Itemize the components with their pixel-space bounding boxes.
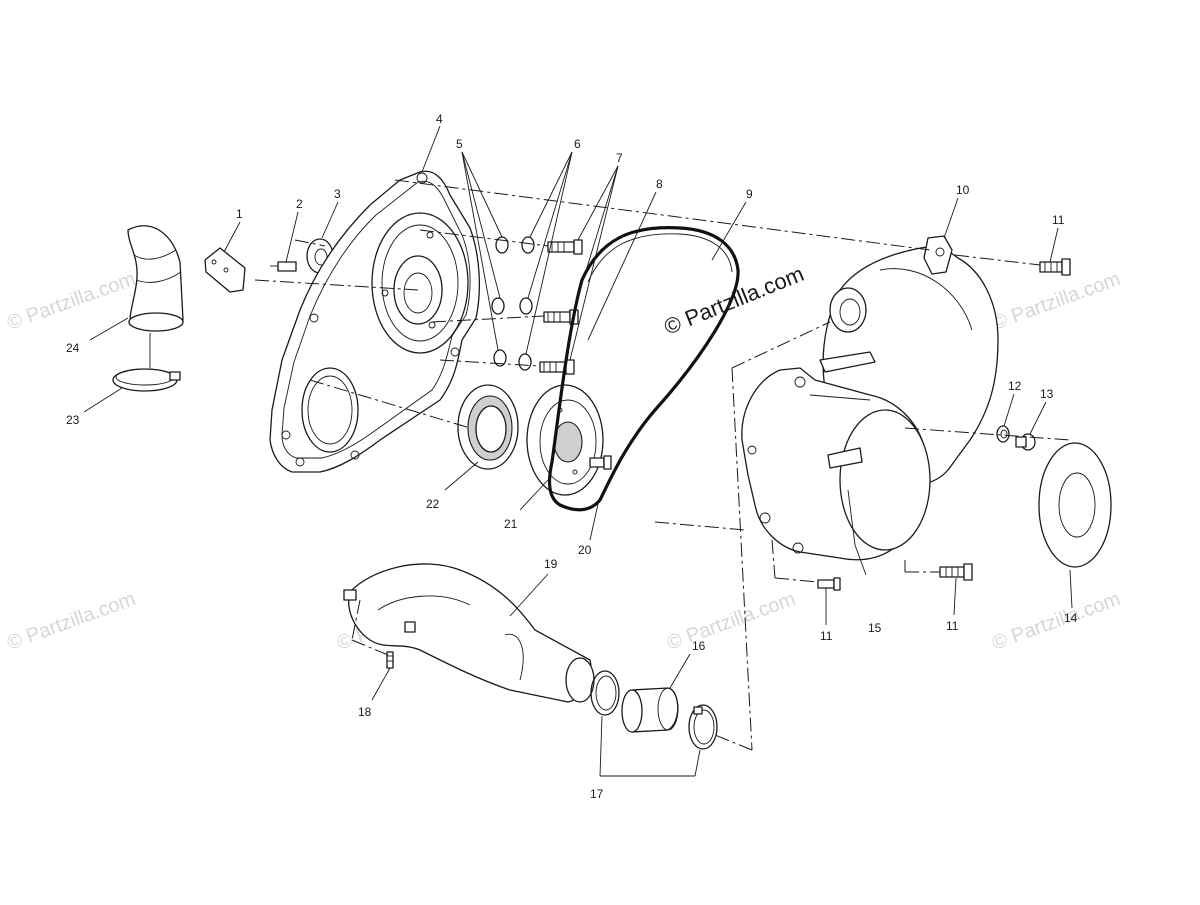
watermark-text: © Partzilla.com <box>4 588 138 655</box>
callout-18[interactable]: 18 <box>358 705 372 719</box>
part-2-bolt[interactable] <box>270 261 297 272</box>
part-5-washers[interactable] <box>491 236 509 367</box>
part-19-duct[interactable] <box>343 563 595 703</box>
callout-14[interactable]: 14 <box>1064 611 1078 625</box>
callout-17[interactable]: 17 <box>590 787 604 801</box>
part-11-bolt-top[interactable] <box>1039 258 1071 276</box>
callout-2[interactable]: 2 <box>296 197 303 211</box>
callout-11[interactable]: 11 <box>1052 213 1065 227</box>
callout-20[interactable]: 20 <box>578 543 592 557</box>
part-13-plug[interactable] <box>1015 433 1036 451</box>
callout-16[interactable]: 16 <box>692 639 706 653</box>
callout-4[interactable]: 4 <box>436 112 443 126</box>
part-16-coupler[interactable] <box>621 687 679 733</box>
part-18-screw[interactable] <box>386 651 394 669</box>
part-20-bolt[interactable] <box>589 455 612 470</box>
callout-1[interactable]: 1 <box>236 207 243 221</box>
callout-21[interactable]: 21 <box>504 517 518 531</box>
part-22-seal[interactable] <box>457 384 519 470</box>
callout-12[interactable]: 12 <box>1008 379 1022 393</box>
part-12-washer[interactable] <box>996 425 1010 443</box>
callout-23[interactable]: 23 <box>66 413 80 427</box>
part-11-bolt-right[interactable] <box>939 563 973 581</box>
watermark-text: © Partzilla.com <box>4 268 138 335</box>
part-6-lock-washers[interactable] <box>518 236 535 371</box>
callout-6[interactable]: 6 <box>574 137 581 151</box>
center-watermark: © Partzilla.com <box>661 261 808 340</box>
part-4-inner-cover[interactable] <box>269 170 481 473</box>
callout-8[interactable]: 8 <box>656 177 663 191</box>
leader-lines <box>83 125 1073 777</box>
part-24-intake-duct[interactable] <box>127 225 184 332</box>
part-23-clamp[interactable] <box>112 368 181 392</box>
part-21-pulley[interactable] <box>526 384 604 496</box>
part-15-housing[interactable] <box>741 351 931 561</box>
watermark-text: © Partzilla.com <box>989 268 1123 335</box>
callout-10[interactable]: 10 <box>956 183 970 197</box>
watermark-text: © Partzilla.com <box>664 588 798 655</box>
callout-7[interactable]: 7 <box>616 151 623 165</box>
watermark-text: © Partzilla.com <box>989 588 1123 655</box>
part-17-clamp-right[interactable] <box>688 704 718 750</box>
callout-3[interactable]: 3 <box>334 187 341 201</box>
part-1-bracket[interactable] <box>204 247 246 293</box>
part-14-gasket[interactable] <box>1038 442 1112 568</box>
callout-11[interactable]: 11 <box>946 619 959 633</box>
part-9-drive-belt[interactable] <box>548 226 740 512</box>
callout-labels: 1 2 3 4 5 6 7 8 9 10 11 12 13 14 15 11 1… <box>66 112 1078 801</box>
callout-19[interactable]: 19 <box>544 557 558 571</box>
callout-13[interactable]: 13 <box>1040 387 1054 401</box>
callout-11[interactable]: 11 <box>820 629 833 643</box>
callout-5[interactable]: 5 <box>456 137 463 151</box>
callout-22[interactable]: 22 <box>426 497 440 511</box>
part-17-clamp-left[interactable] <box>590 670 620 716</box>
assembly-lines <box>254 179 1071 751</box>
callout-15[interactable]: 15 <box>868 621 882 635</box>
callout-24[interactable]: 24 <box>66 341 80 355</box>
part-11-bolt-mid[interactable] <box>817 577 841 591</box>
callout-9[interactable]: 9 <box>746 187 753 201</box>
